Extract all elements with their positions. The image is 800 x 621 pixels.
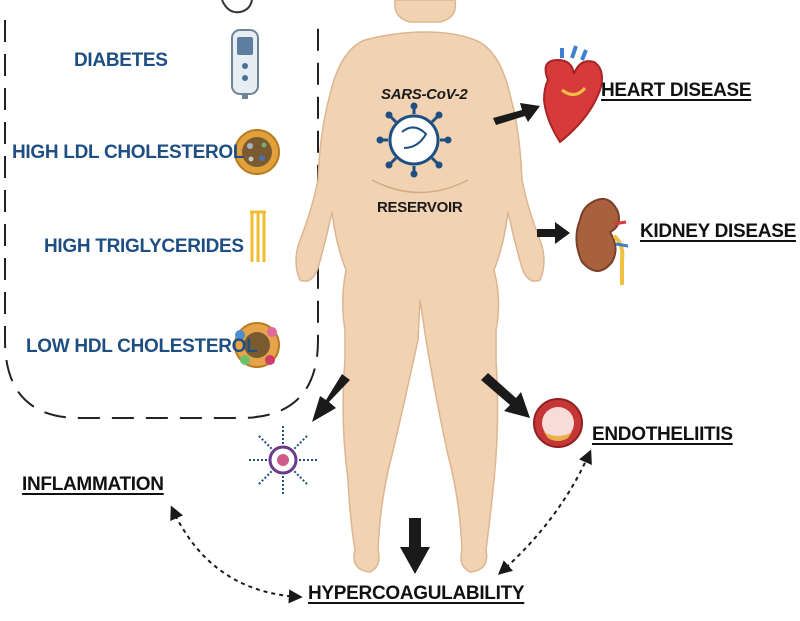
- heart-icon: [542, 45, 603, 144]
- risk-factor-high-ldl-cholesterol: HIGH LDL CHOLESTEROL: [12, 142, 245, 163]
- risk-factor-box: [4, 20, 319, 419]
- virus-label: SARS-CoV-2: [381, 86, 468, 103]
- arrow-to-hypercoagulability: [400, 518, 430, 574]
- arrow-to-kidney: [537, 222, 570, 244]
- kidney-icon: [575, 197, 629, 285]
- human-body: [295, 0, 545, 573]
- risk-factor-low-hdl-cholesterol: LOW HDL CHOLESTEROL: [26, 336, 258, 357]
- cytokine-icon: [247, 424, 319, 496]
- arrow-to-heart: [493, 103, 540, 125]
- virus-icon: [376, 102, 452, 178]
- glucose-meter-icon: [231, 29, 259, 99]
- dotted-inflammation-hypercoagulability: [170, 505, 303, 604]
- outcome-endotheliitis: ENDOTHELIITIS: [592, 424, 733, 445]
- triglyceride-icon: [250, 210, 266, 262]
- outcome-inflammation: INFLAMMATION: [22, 474, 164, 495]
- arrow-to-inflammation: [312, 374, 350, 422]
- dotted-endotheliitis-hypercoagulability: [497, 449, 592, 575]
- reservoir-label: RESERVOIR: [377, 199, 463, 216]
- outcome-kidney-disease: KIDNEY DISEASE: [640, 221, 796, 242]
- ldl-particle-icon: [234, 129, 280, 175]
- outcome-heart-disease: HEART DISEASE: [601, 80, 752, 101]
- outcome-hypercoagulability: HYPERCOAGULABILITY: [308, 583, 525, 604]
- arrow-to-endotheliitis: [481, 373, 530, 418]
- blood-vessel-icon: [533, 398, 583, 448]
- hdl-particle-icon: [234, 322, 280, 368]
- stethoscope-icon: [221, 0, 253, 14]
- risk-factor-high-triglycerides: HIGH TRIGLYCERIDES: [44, 236, 244, 257]
- risk-factor-diabetes: DIABETES: [74, 50, 168, 71]
- body-outline-detail: [371, 179, 469, 194]
